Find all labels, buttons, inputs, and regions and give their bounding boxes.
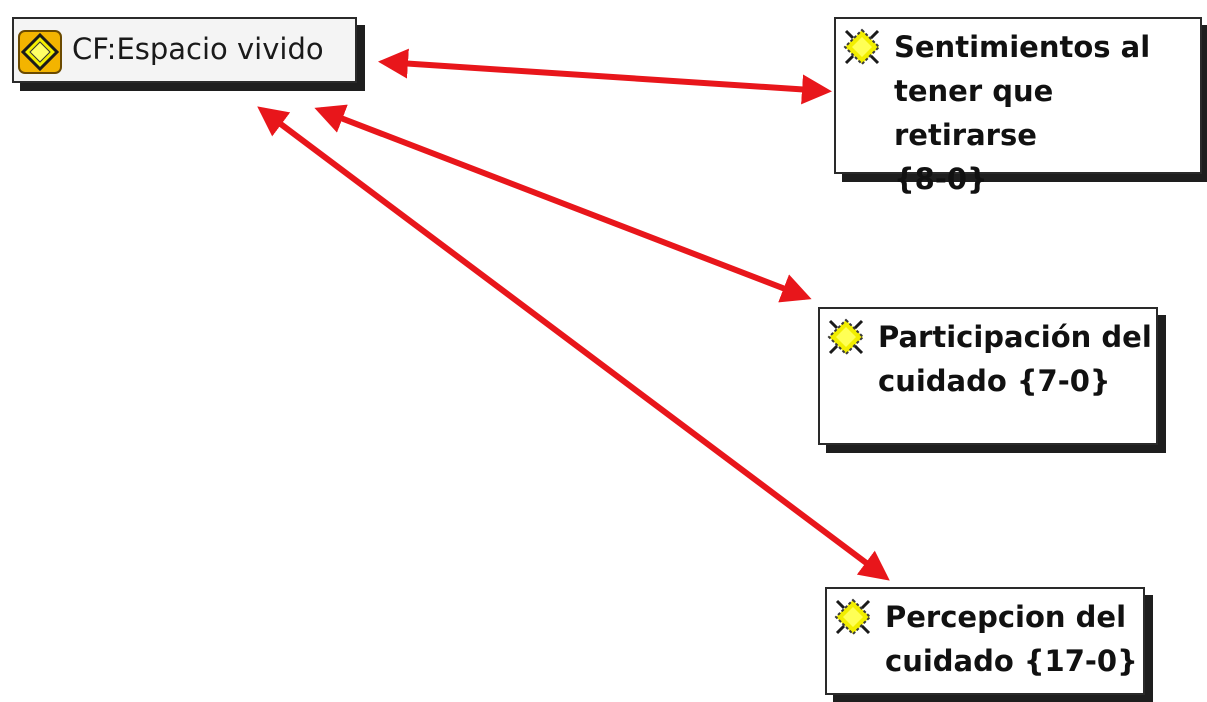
link-espacio-participacion[interactable]	[314, 104, 812, 303]
root-node[interactable]: CF:Espacio vivido	[12, 17, 357, 83]
network-node-icon	[18, 30, 62, 74]
link-espacio-sentimientos[interactable]	[378, 48, 832, 105]
code-diamond-icon	[827, 318, 865, 356]
code-node-participacion[interactable]: Participación del cuidado {7-0}	[818, 307, 1158, 445]
code-node-label: Sentimientos al tener que retirarse {8-0…	[894, 30, 1151, 196]
link-espacio-percepcion[interactable]	[257, 106, 890, 581]
code-diamond-icon	[834, 598, 872, 636]
code-node-label: Percepcion del cuidado {17-0}	[885, 600, 1138, 678]
code-node-percepcion[interactable]: Percepcion del cuidado {17-0}	[825, 587, 1145, 695]
code-diamond-icon	[843, 28, 881, 66]
code-node-sentimientos[interactable]: Sentimientos al tener que retirarse {8-0…	[834, 17, 1202, 196]
code-node-label: Participación del cuidado {7-0}	[878, 320, 1152, 398]
root-node-label: CF:Espacio vivido	[72, 32, 324, 66]
